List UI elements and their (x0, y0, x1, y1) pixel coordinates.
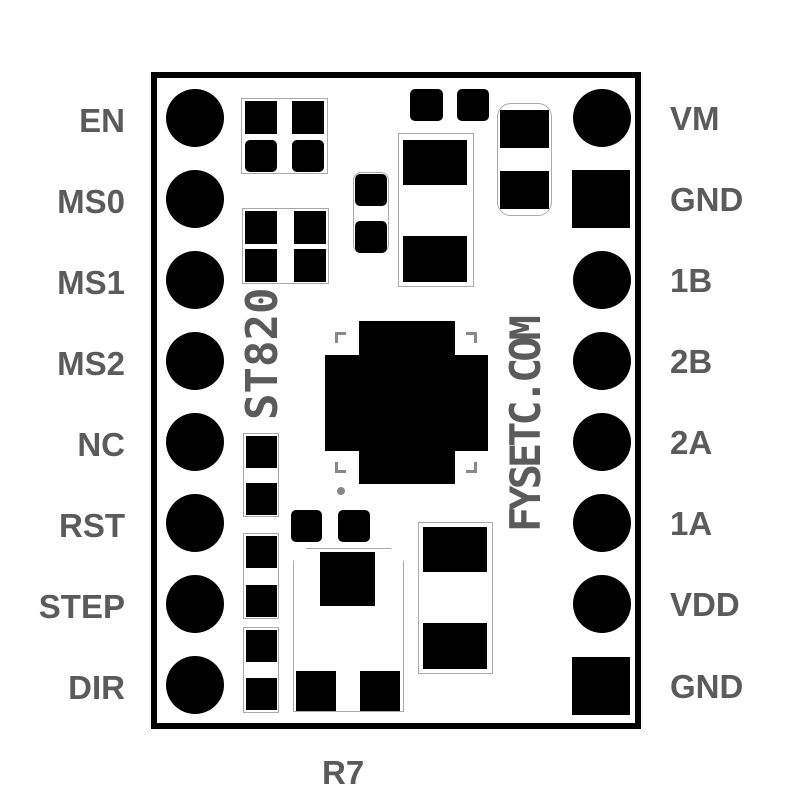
pad-2b (573, 332, 631, 390)
large-capacitor-outline (418, 522, 493, 674)
pad-rst (166, 494, 224, 552)
pin-label-dir: DIR (68, 669, 125, 706)
brand-label: FYSETC.COM (501, 319, 550, 532)
smd-pad (245, 101, 277, 134)
pad-gnd-bottom (572, 657, 630, 715)
smd-pad (355, 174, 387, 206)
smd-pad (403, 140, 467, 185)
pin-label-gnd-bottom: GND (670, 668, 744, 705)
pin-label-step: STEP (38, 588, 125, 625)
resistor-outline (243, 433, 279, 517)
large-capacitor-outline (398, 133, 474, 287)
pin1-dot-marker (337, 487, 345, 495)
transistor-outline (293, 548, 404, 712)
ic-corner-mark (335, 462, 346, 473)
smd-pad (500, 110, 549, 148)
pad-gnd-top (572, 170, 630, 228)
pin-label-rst: RST (59, 507, 125, 544)
smd-pad (355, 221, 387, 253)
smd-pad (246, 585, 277, 617)
pin-label-nc: NC (77, 426, 125, 463)
smd-pad (423, 623, 487, 669)
pad-1a (573, 494, 631, 552)
pad-1b (573, 251, 631, 309)
capacitor-outline (497, 103, 552, 216)
smd-pad (296, 671, 336, 711)
smd-pad (246, 436, 277, 468)
smd-pad (245, 140, 277, 172)
main-ic-body (325, 355, 488, 451)
pad-en (166, 89, 224, 147)
resistor-array-1-outline (241, 98, 328, 174)
smd-pad (246, 483, 277, 515)
ic-corner-mark (335, 332, 346, 343)
pad-2a (573, 413, 631, 471)
pad-vdd (573, 575, 631, 633)
smd-pad (294, 249, 326, 282)
pin-label-ms1: MS1 (57, 264, 125, 301)
smd-pad (294, 211, 326, 244)
chip-label: ST820 (237, 287, 288, 420)
smd-pad (292, 101, 324, 134)
smd-pad (500, 171, 549, 209)
resistor-outline (243, 627, 279, 713)
smd-pad (457, 89, 489, 121)
pin-label-2a: 2A (670, 424, 713, 461)
smd-pad (360, 671, 400, 711)
resistor-outline (243, 533, 279, 619)
pin-label-2b: 2B (670, 343, 713, 380)
pin-label-1a: 1A (670, 505, 713, 542)
smd-pad (291, 510, 322, 542)
pad-ms2 (166, 332, 224, 390)
pin-label-ms0: MS0 (57, 183, 125, 220)
smd-pad (246, 678, 277, 710)
pin-label-1b: 1B (670, 262, 713, 299)
pad-vm (573, 89, 631, 147)
pad-dir (166, 656, 224, 714)
pad-nc (166, 413, 224, 471)
pad-step (166, 575, 224, 633)
pin-label-ms2: MS2 (57, 345, 125, 382)
smd-pad (423, 527, 487, 572)
pin-label-en: EN (79, 102, 125, 139)
smd-pad (410, 89, 443, 121)
smd-pad (320, 552, 375, 606)
ic-corner-mark (466, 462, 477, 473)
smd-pad (245, 211, 277, 244)
pin-label-vdd: VDD (670, 586, 740, 623)
smd-pad (403, 236, 467, 282)
ic-corner-mark (466, 332, 477, 343)
pin-label-vm: VM (670, 100, 720, 137)
resistor-label-r7: R7 (322, 754, 365, 791)
pad-ms0 (166, 170, 224, 228)
smd-pad (292, 140, 324, 172)
resistor-array-2-outline (242, 208, 329, 284)
smd-pad (246, 536, 277, 568)
pad-ms1 (166, 251, 224, 309)
smd-pad (246, 630, 277, 662)
pin-label-gnd-top: GND (670, 181, 744, 218)
smd-pad (245, 249, 277, 282)
smd-pad (338, 510, 370, 542)
